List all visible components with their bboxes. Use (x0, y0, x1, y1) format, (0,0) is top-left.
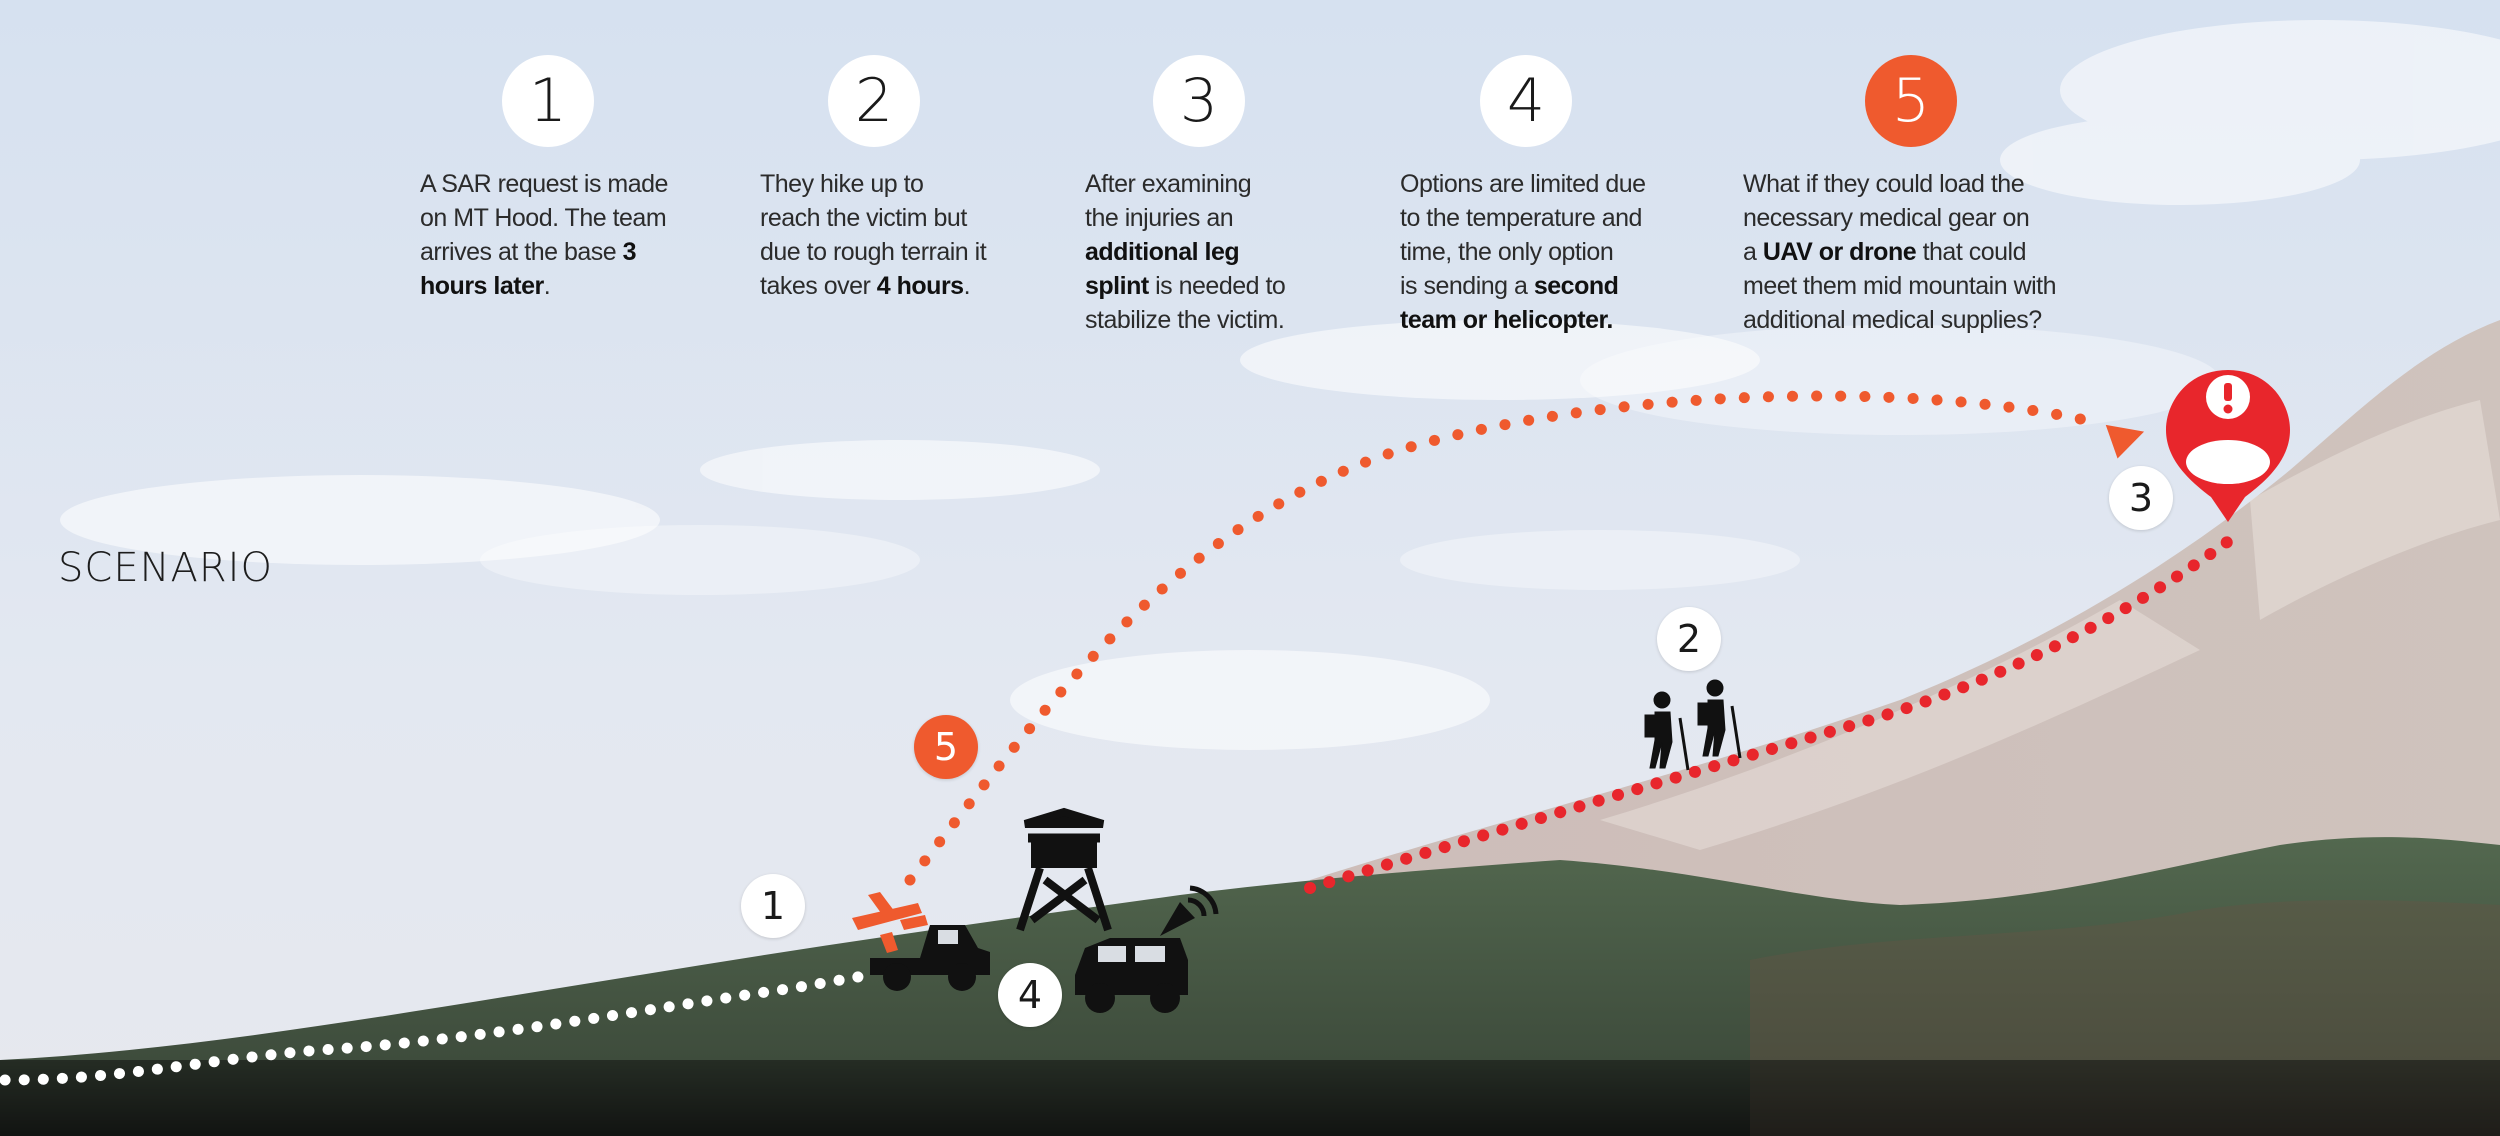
scene-marker-5: 5 (914, 715, 978, 779)
step-number: 5 (1865, 55, 1957, 147)
victim-alert-pin-icon (2166, 370, 2290, 522)
scene-marker-3: 3 (2109, 466, 2173, 530)
scene-marker-4: 4 (998, 963, 1062, 1027)
rescue-vehicle-icon (1075, 885, 1219, 1013)
step-description: What if they could load the necessary me… (1743, 170, 2057, 334)
truck-icon (870, 925, 990, 991)
watchtower-icon (1016, 807, 1112, 932)
step-description: Options are limited due to the temperatu… (1400, 170, 1646, 334)
drone-icon (852, 892, 928, 953)
arrowhead-icon (2105, 424, 2145, 459)
scene-marker-2: 2 (1657, 607, 1721, 671)
step-number: 1 (502, 55, 594, 147)
step-description: After examining the injuries an addition… (1085, 170, 1286, 334)
hike-path (1304, 534, 2236, 894)
drone-flight-path (904, 390, 2091, 886)
step-number: 2 (828, 55, 920, 147)
hikers-icon (1644, 679, 1742, 771)
step-number: 3 (1153, 55, 1245, 147)
step-description: A SAR request is made on MT Hood. The te… (420, 170, 668, 300)
step-number: 4 (1480, 55, 1572, 147)
scenario-label: SCENARIO (58, 545, 273, 591)
step-description: They hike up to reach the victim but due… (760, 170, 987, 300)
scene-marker-1: 1 (741, 874, 805, 938)
